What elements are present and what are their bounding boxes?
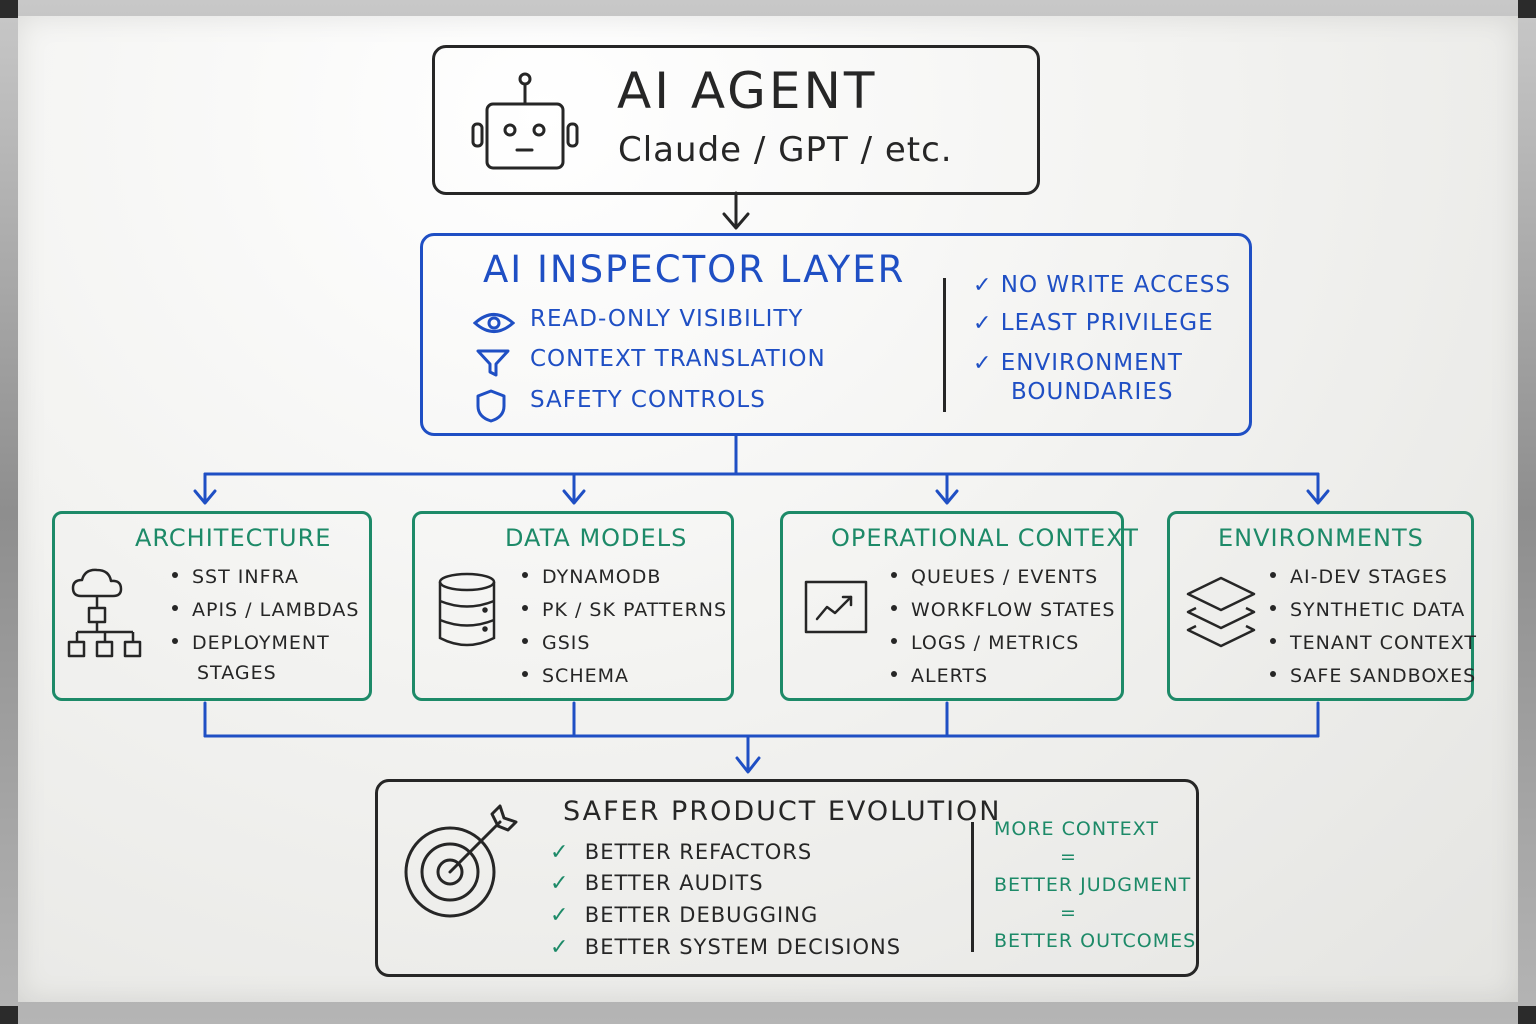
equation-line-3: BETTER OUTCOMES xyxy=(994,930,1197,952)
list-item: DYNAMODB xyxy=(522,566,727,599)
check-icon: ✓ xyxy=(550,935,570,960)
chart-icon xyxy=(804,580,868,634)
module-architecture: ARCHITECTURE SST INFRA APIS / LAMBDAS DE… xyxy=(52,511,372,701)
frame-corner xyxy=(1518,1006,1536,1024)
inspector-box: AI INSPECTOR LAYER READ-ONLY VISIBILITY … xyxy=(420,233,1252,436)
module-title: OPERATIONAL CONTEXT xyxy=(831,524,1139,552)
cloud-hierarchy-icon xyxy=(67,568,142,658)
outcome-box: SAFER PRODUCT EVOLUTION ✓ BETTER REFACTO… xyxy=(375,779,1199,977)
check-icon: ✓ xyxy=(973,311,993,336)
agent-subtitle: Claude / GPT / etc. xyxy=(618,130,953,170)
filter-icon xyxy=(476,349,510,377)
list-item: SCHEMA xyxy=(522,665,727,698)
module-data-models: DATA MODELS DYNAMODB PK / SK PATTERNS GS… xyxy=(412,511,734,701)
robot-icon xyxy=(471,72,579,170)
list-item: SAFE SANDBOXES xyxy=(1270,665,1477,698)
divider xyxy=(943,278,946,412)
list-item: AI-DEV STAGES xyxy=(1270,566,1477,599)
list-item: QUEUES / EVENTS xyxy=(891,566,1115,599)
outcome-title: SAFER PRODUCT EVOLUTION xyxy=(563,796,1002,827)
check-icon: ✓ xyxy=(973,351,993,376)
outcome-item-4: ✓ BETTER SYSTEM DECISIONS xyxy=(550,935,902,960)
agent-box: AI AGENT Claude / GPT / etc. xyxy=(432,45,1040,195)
inspector-feature-3: SAFETY CONTROLS xyxy=(530,387,766,413)
whiteboard xyxy=(18,16,1518,1002)
module-list: SST INFRA APIS / LAMBDAS DEPLOYMENT STAG… xyxy=(172,566,359,695)
check-icon: ✓ xyxy=(550,903,570,928)
layers-icon xyxy=(1186,576,1256,648)
list-item: ALERTS xyxy=(891,665,1115,698)
list-item: SYNTHETIC DATA xyxy=(1270,599,1477,632)
eye-icon xyxy=(473,313,515,333)
module-title: DATA MODELS xyxy=(505,524,688,552)
list-item: GSIS xyxy=(522,632,727,665)
inspector-check-1: ✓ NO WRITE ACCESS xyxy=(973,272,1231,298)
module-title: ENVIRONMENTS xyxy=(1218,524,1424,552)
module-title: ARCHITECTURE xyxy=(135,524,332,552)
list-item: SST INFRA xyxy=(172,566,359,599)
frame-corner xyxy=(1518,0,1536,18)
list-item: APIS / LAMBDAS xyxy=(172,599,359,632)
outcome-item-1: ✓ BETTER REFACTORS xyxy=(550,840,813,865)
check-icon: ✓ xyxy=(550,840,570,865)
divider xyxy=(971,822,974,952)
frame-corner xyxy=(0,1006,18,1024)
inspector-check-3: ✓ ENVIRONMENT xyxy=(973,350,1183,376)
list-item: WORKFLOW STATES xyxy=(891,599,1115,632)
list-item: DEPLOYMENT xyxy=(172,632,359,662)
list-item: STAGES xyxy=(197,662,277,684)
inspector-check-3-cont: BOUNDARIES xyxy=(1011,379,1174,405)
inspector-feature-1: READ-ONLY VISIBILITY xyxy=(530,306,804,332)
agent-title: AI AGENT xyxy=(617,62,878,120)
equation-line-2: BETTER JUDGMENT xyxy=(994,874,1192,896)
equation-line-1: MORE CONTEXT xyxy=(994,818,1159,840)
module-list: AI-DEV STAGES SYNTHETIC DATA TENANT CONT… xyxy=(1270,566,1477,698)
list-item: PK / SK PATTERNS xyxy=(522,599,727,632)
module-list: DYNAMODB PK / SK PATTERNS GSIS SCHEMA xyxy=(522,566,727,698)
target-icon xyxy=(404,804,518,918)
list-item: LOGS / METRICS xyxy=(891,632,1115,665)
inspector-feature-2: CONTEXT TRANSLATION xyxy=(530,346,826,372)
equation-equals-2: = xyxy=(1060,902,1077,924)
check-icon: ✓ xyxy=(973,273,993,298)
outcome-item-3: ✓ BETTER DEBUGGING xyxy=(550,903,819,928)
frame-corner xyxy=(0,0,18,18)
check-icon: ✓ xyxy=(550,871,570,896)
equation-equals-1: = xyxy=(1060,846,1077,868)
shield-icon xyxy=(476,389,506,423)
list-item: TENANT CONTEXT xyxy=(1270,632,1477,665)
inspector-title: AI INSPECTOR LAYER xyxy=(483,248,906,291)
module-environments: ENVIRONMENTS AI-DEV STAGES SYNTHETIC DAT… xyxy=(1167,511,1477,701)
outcome-item-2: ✓ BETTER AUDITS xyxy=(550,871,764,896)
database-icon xyxy=(438,572,496,647)
module-list: QUEUES / EVENTS WORKFLOW STATES LOGS / M… xyxy=(891,566,1115,698)
module-operational-context: OPERATIONAL CONTEXT QUEUES / EVENTS WORK… xyxy=(780,511,1138,701)
inspector-check-2: ✓ LEAST PRIVILEGE xyxy=(973,310,1214,336)
